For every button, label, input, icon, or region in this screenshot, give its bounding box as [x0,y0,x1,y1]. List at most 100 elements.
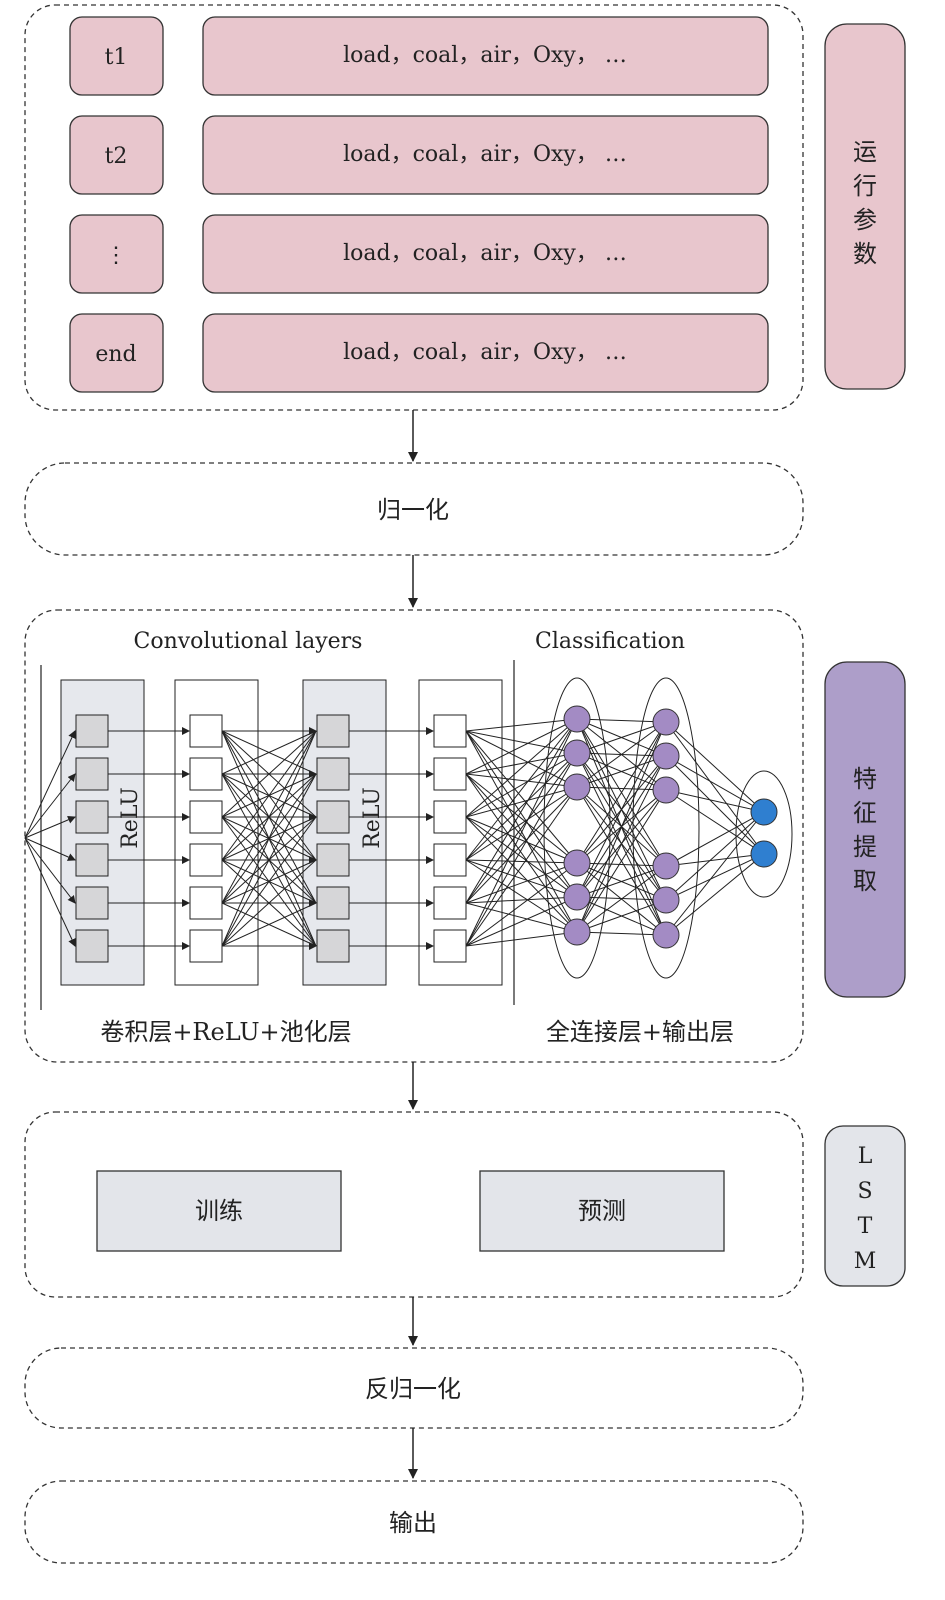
dense-line [221,730,317,904]
pool1-node [189,886,223,920]
pool2-node [433,843,467,877]
normalize-box [24,462,804,556]
input-fan-line [24,837,76,861]
input-row-3: ⋮ load，coal，air，Oxy， … [69,214,769,294]
side-char: 运 [853,138,877,166]
time-step-box [69,16,164,96]
fc-line [576,721,667,933]
fc-caption: 全连接层+输出层 [546,1018,734,1046]
fc-line [576,786,667,791]
conv2-node [316,757,350,791]
conv2-node [316,843,350,877]
side-char: T [858,1214,873,1239]
fc-line [576,721,667,898]
fc-line [665,853,765,867]
side-char: S [857,1179,872,1204]
pool1-node [189,757,223,791]
predict-box [479,1170,725,1252]
side-char: 征 [853,799,877,827]
cnn-block: Convolutional layers Classification ReLU… [24,609,804,1063]
fc-line [465,718,578,775]
fc-line [465,718,578,861]
time-step-label: ⋮ [105,243,127,268]
fc-line [465,786,578,818]
input-fan-line [24,837,76,904]
dense-line [221,730,317,861]
params-label: load，coal，air，Oxy， … [343,340,627,365]
fc1-neuron [563,705,591,733]
params-box [202,16,769,96]
side-char: 行 [853,172,877,200]
dense-line [221,730,317,775]
fc-line [665,853,765,936]
fc-line [576,721,667,754]
fc-line [465,752,578,861]
fc1-neuron [563,849,591,877]
pool1-node [189,800,223,834]
classification-title: Classification [535,629,685,654]
fc-line [665,811,765,936]
conv2-node [316,714,350,748]
denormalize-box [24,1347,804,1429]
fc1-neuron [563,918,591,946]
params-label: load，coal，air，Oxy， … [343,142,627,167]
input-fan-line [24,730,76,839]
time-step-box [69,115,164,195]
fc2-neuron [652,886,680,914]
operating-params-box [824,23,906,390]
fc-line [465,718,578,818]
fc-line [665,755,765,813]
cnn-connections [24,718,765,950]
conv-caption: 卷积层+ReLU+池化层 [100,1018,351,1046]
fc1-neuron [563,773,591,801]
pool1-node [189,929,223,963]
fc-line [465,896,578,904]
conv1-node [75,886,109,920]
lstm-side-label: L S T M [824,1125,906,1287]
train-box [96,1170,342,1252]
side-char: 数 [853,240,877,268]
input-row-4: end load，coal，air，Oxy， … [69,313,769,393]
fc2-neuron [652,852,680,880]
conv1-node [75,843,109,877]
time-step-box [69,214,164,294]
fc-line [665,721,765,813]
input-fan-line [24,773,76,839]
fc-line [465,718,578,947]
output-layer-oval [735,770,793,898]
side-char: 取 [853,867,877,895]
fc-line [465,718,578,904]
fc-line [465,862,578,904]
fc-line [465,862,578,947]
fc-line [576,931,667,936]
pool2-node [433,757,467,791]
output-step: 输出 [24,1480,804,1564]
fc-layer-1-oval [543,677,611,979]
dense-line [221,773,317,947]
params-label: load，coal，air，Oxy， … [343,241,627,266]
fc-line [465,859,578,898]
dense-line [221,859,317,947]
relu-label-2: ReLU [360,787,385,849]
pool2-node [433,714,467,748]
cnn-nodes [75,705,778,963]
side-char: 特 [853,765,877,793]
params-box [202,214,769,294]
fc-line [576,718,667,723]
side-char: M [854,1249,877,1274]
fc-line [576,721,667,864]
fc-line [576,899,667,933]
fc-line [665,811,765,901]
train-label: 训练 [195,1197,243,1225]
time-step-label: t1 [105,45,128,70]
fc1-neuron [563,739,591,767]
conv2-node [316,929,350,963]
fc2-neuron [652,742,680,770]
fc-line [576,721,667,788]
input-block-border [24,4,804,411]
dense-line [221,902,317,947]
fc-line [665,811,765,867]
normalize-label: 归一化 [377,496,449,524]
operating-params-side-label: 运 行 参 数 [824,23,906,390]
